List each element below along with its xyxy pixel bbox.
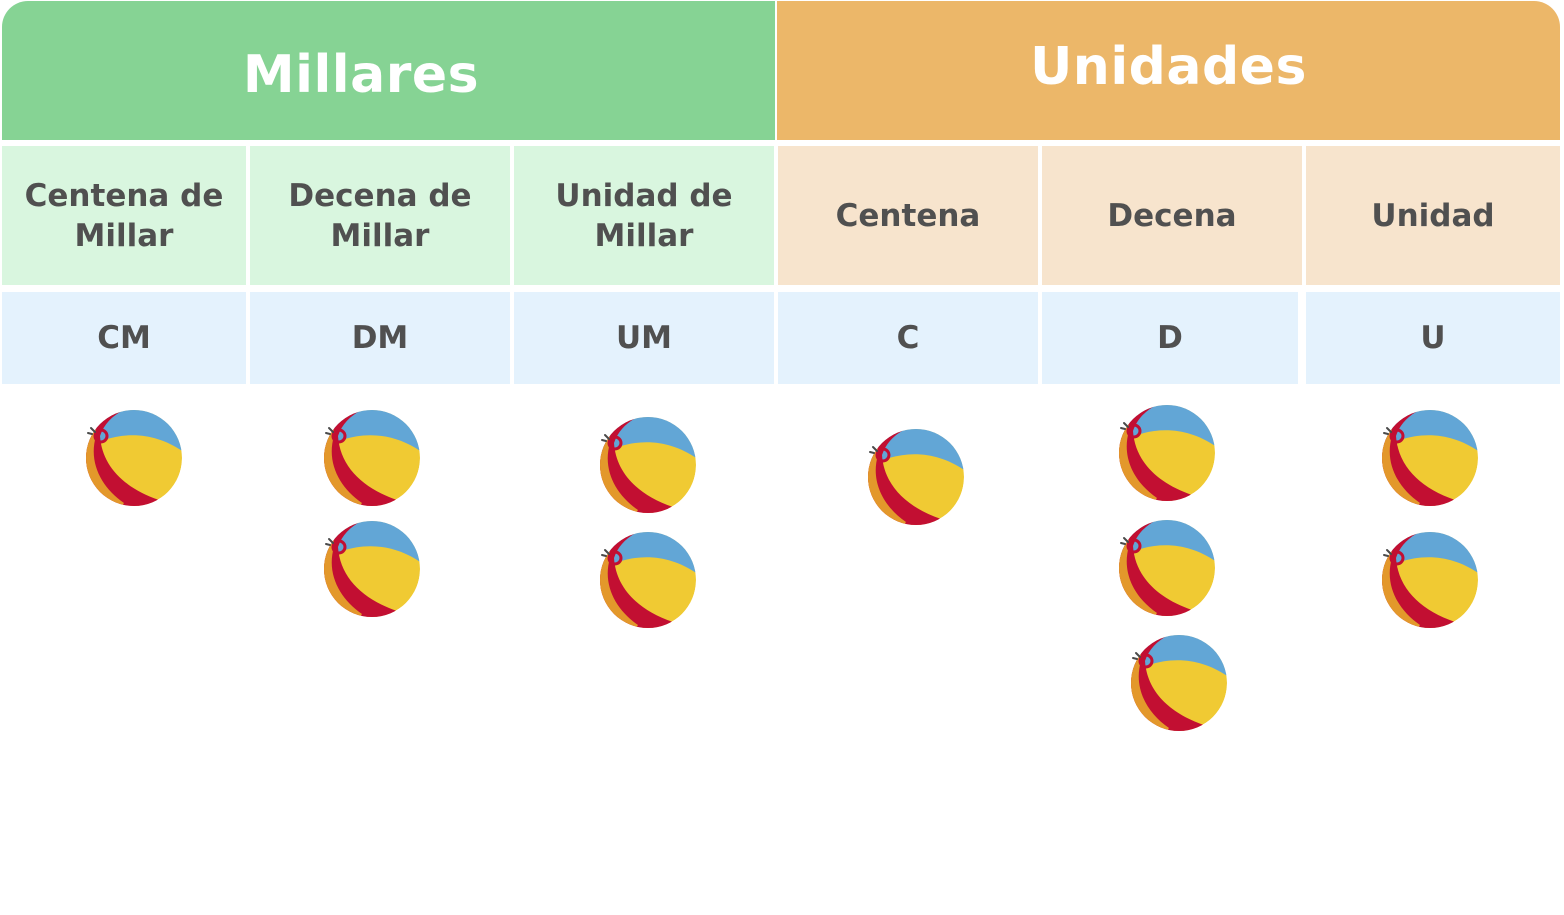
beach-ball-icon	[322, 408, 422, 508]
beach-ball-icon	[1380, 530, 1480, 630]
beach-ball-icon	[84, 408, 184, 508]
group-header-millares-label: Millares	[242, 44, 480, 105]
group-header-millares: Millares	[2, 1, 775, 140]
column-name-dm: Decena de Millar	[250, 146, 510, 285]
beach-ball-icon	[1117, 403, 1217, 503]
group-header-unidades-label: Unidades	[1030, 36, 1307, 97]
beach-ball-icon	[322, 519, 422, 619]
beach-ball-icon	[866, 427, 966, 527]
beach-ball-icon	[1380, 408, 1480, 508]
column-abbr-u: U	[1306, 292, 1560, 384]
beach-ball-icon	[1117, 518, 1217, 618]
column-abbr-cm: CM	[2, 292, 246, 384]
column-name-d: Decena	[1042, 146, 1302, 285]
column-name-um: Unidad de Millar	[514, 146, 774, 285]
beach-ball-icon	[598, 530, 698, 630]
beach-ball-icon	[598, 415, 698, 515]
group-header-unidades: Unidades	[777, 1, 1560, 140]
column-name-cm: Centena de Millar	[2, 146, 246, 285]
column-abbr-d: D	[1042, 292, 1298, 384]
beach-ball-icon	[1129, 633, 1229, 733]
column-abbr-dm: DM	[250, 292, 510, 384]
column-name-u: Unidad	[1306, 146, 1560, 285]
column-abbr-c: C	[778, 292, 1038, 384]
column-abbr-um: UM	[514, 292, 774, 384]
column-name-c: Centena	[778, 146, 1038, 285]
